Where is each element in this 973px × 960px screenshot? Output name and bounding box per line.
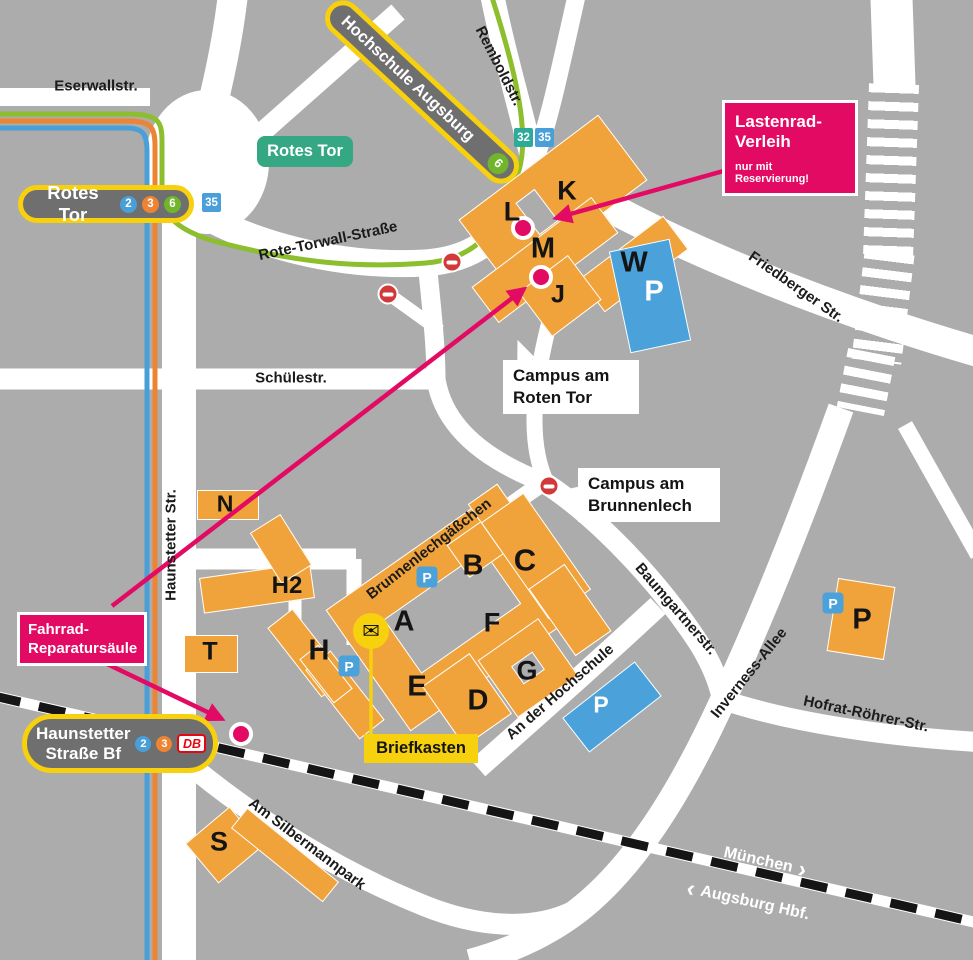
campus-roten-tor-label: Campus am Roten Tor [503, 360, 639, 415]
tram-line-2-blue [0, 125, 150, 960]
stop-rotes-tor: Rotes Tor 2 3 6 [18, 182, 194, 225]
fahrrad-line2: Reparatursäule [28, 639, 138, 657]
building-label-k: K [557, 175, 577, 206]
road-stub-west [390, 292, 444, 337]
line-3-badge: 3 [156, 735, 173, 752]
building-label-j: J [551, 280, 565, 309]
lastenrad-callout: Lastenrad- Verleih nur mit Reservierung! [722, 100, 858, 196]
briefkasten-label: Briefkasten [364, 734, 478, 763]
road-campus-access [417, 261, 549, 492]
mailbox-icon: ✉ [353, 613, 389, 649]
parking-label: P [593, 691, 609, 718]
building-label-n: N [216, 490, 234, 517]
road-an-der-hochschule [470, 597, 666, 777]
bus-stop-35: 35 [202, 193, 221, 212]
building-label-f: F [483, 607, 501, 638]
building-label-s: S [209, 826, 229, 857]
fahrrad-location-dot [229, 722, 253, 746]
street-haunstetter: Haunstetter Str. [162, 489, 180, 601]
stop-haunstetter-name: Haunstetter Straße Bf [36, 724, 130, 763]
building-label-a: A [393, 605, 415, 638]
campus-roten-tor-line2: Roten Tor [513, 388, 593, 408]
building-t [184, 635, 238, 673]
building-label-g: G [516, 655, 538, 686]
fahrrad-arrow-long [110, 286, 528, 608]
building-label-l: L [503, 196, 521, 227]
bus-stop-32: 32 [514, 128, 533, 147]
road-hofrat [719, 690, 973, 752]
campus-brunnenlech-label: Campus am Brunnenlech [578, 468, 720, 523]
parking-icon: P [338, 655, 360, 677]
lastenrad-location-dot [511, 216, 535, 240]
stop-haunstetter-line2: Straße Bf [45, 743, 122, 763]
line-2-badge: 2 [120, 195, 137, 213]
parking-icon-label: P [344, 658, 354, 674]
no-entry-icon [377, 283, 399, 305]
building-label-m: M [530, 232, 556, 265]
parking-icon: P [416, 566, 438, 588]
fahrrad-callout: Fahrrad- Reparatursäule [17, 612, 147, 666]
building-label-b: B [462, 549, 484, 582]
parking-label: P [644, 275, 664, 308]
street-schuelestr: Schülestr. [255, 369, 327, 387]
fahrrad-line1: Fahrrad- [28, 621, 89, 638]
parking-icon-label: P [828, 595, 838, 611]
building-label-t: T [202, 637, 218, 666]
lastenrad-arrow [552, 167, 728, 224]
bus-stop-35: 35 [535, 128, 554, 147]
lastenrad-title-line1: Lastenrad- [735, 112, 822, 131]
db-logo: DB [177, 734, 207, 753]
line-6-badge: 6 [483, 148, 514, 179]
building-label-h: H [308, 634, 330, 667]
parking-icon: P [822, 592, 844, 614]
building-label-c: C [513, 542, 537, 578]
campus-brunnenlech-line1: Campus am [588, 474, 685, 493]
railway-track [0, 692, 973, 927]
stop-haunstetter-line1: Haunstetter [36, 723, 131, 743]
rotes-tor-gate-badge: Rotes Tor [257, 136, 353, 167]
no-entry-icon [538, 475, 560, 497]
line-3-badge: 3 [142, 195, 159, 213]
line-2-badge: 2 [135, 735, 152, 752]
parking-label: P [852, 603, 872, 636]
tram-line-3-orange [0, 118, 158, 960]
stop-haunstetter-strasse-bf: Haunstetter Straße Bf 2 3 DB [22, 714, 218, 773]
campus-brunnenlech-line2: Brunnenlech [588, 496, 692, 516]
lastenrad-note: nur mit Reservierung! [735, 160, 809, 185]
line-6-badge: 6 [164, 195, 181, 213]
building-label-d: D [467, 684, 489, 717]
parking-icon-label: P [422, 569, 432, 585]
envelope-icon: ✉ [362, 619, 380, 643]
building-label-h2: H2 [271, 572, 303, 599]
street-eserwallstr: Eserwallstr. [54, 77, 138, 95]
lastenrad-title-line2: Verleih [735, 132, 791, 152]
campus-roten-tor-line1: Campus am [513, 366, 610, 385]
no-entry-icon [441, 251, 463, 273]
fahrrad-location-dot [529, 265, 553, 289]
building-label-e: E [407, 670, 427, 703]
stop-rotes-tor-name: Rotes Tor [47, 182, 99, 225]
road-fan-right [898, 421, 973, 559]
building-label-w: W [620, 246, 648, 279]
fahrrad-arrow-short [102, 659, 226, 722]
